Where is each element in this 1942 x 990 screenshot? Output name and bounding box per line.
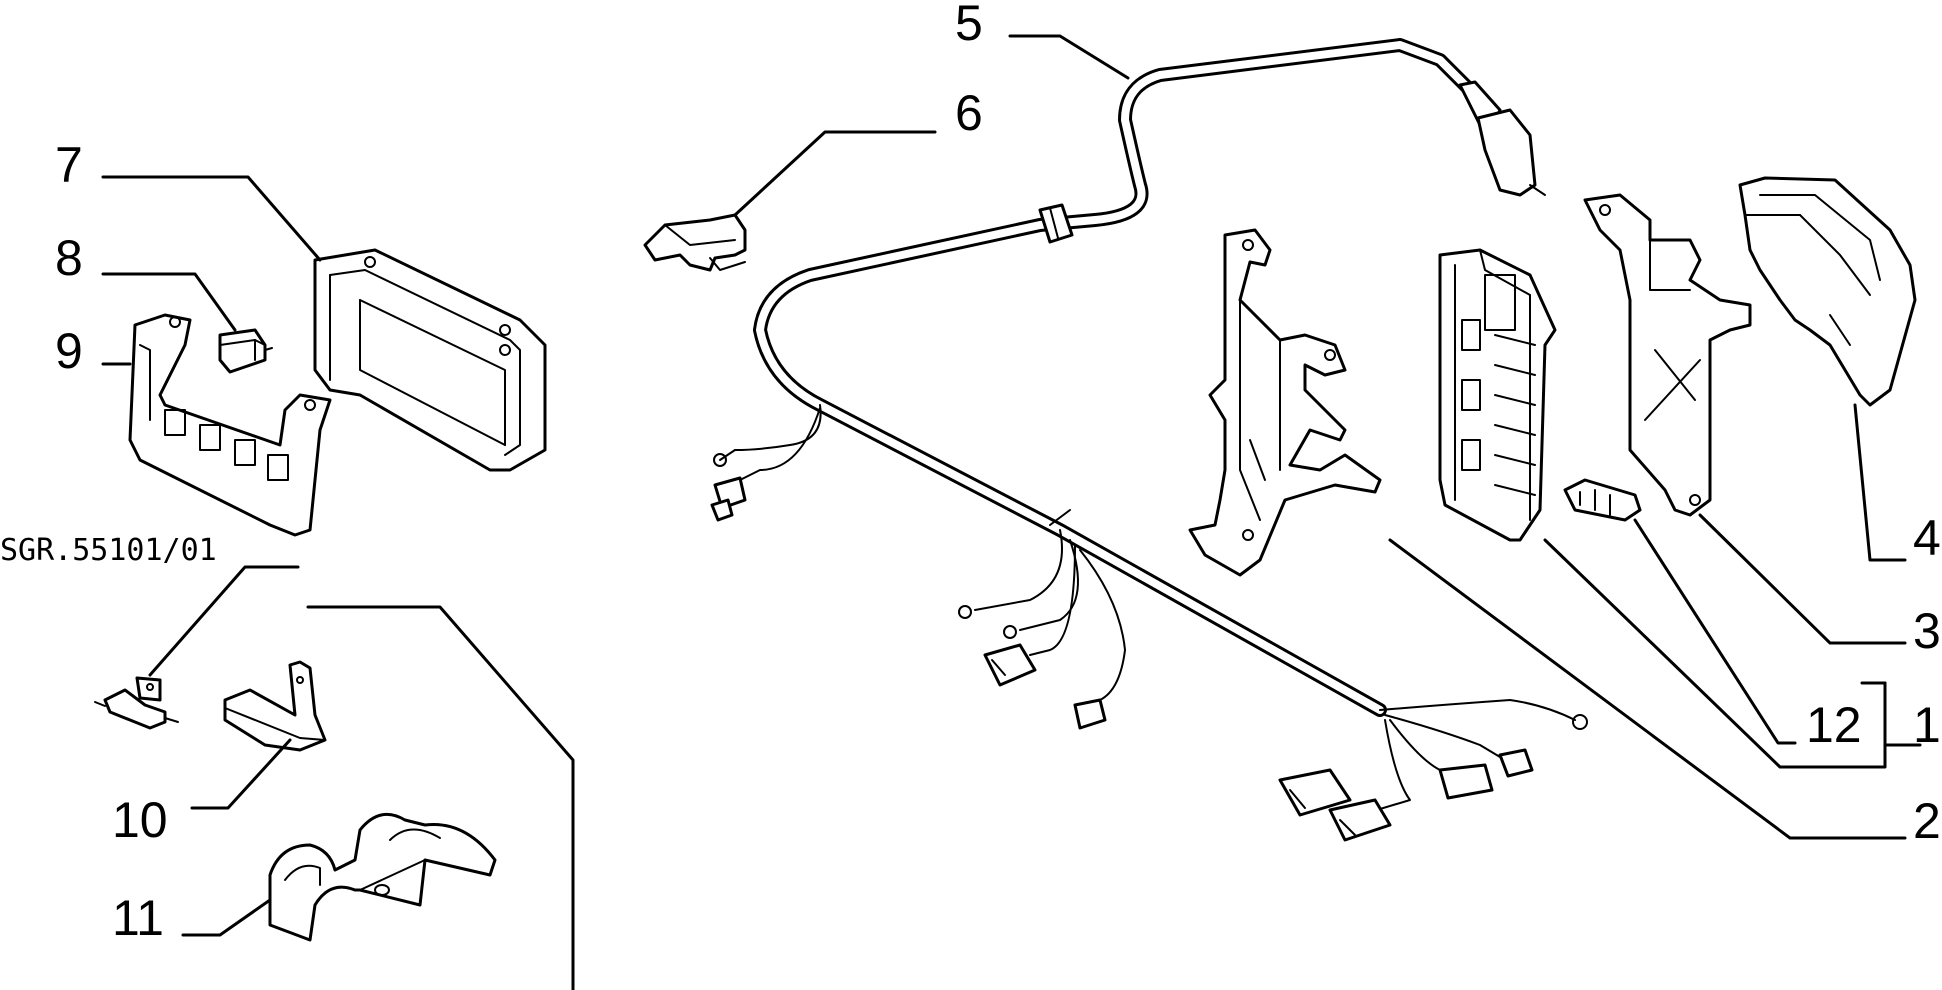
- part-5-harness[interactable]: [710, 38, 1588, 842]
- part-1-control-unit[interactable]: [1438, 248, 1557, 542]
- part-10-clip[interactable]: [223, 660, 327, 752]
- callout-3: 3: [1913, 603, 1941, 659]
- part-7-cover[interactable]: [313, 248, 547, 472]
- part-4-cover[interactable]: [1738, 176, 1917, 407]
- part-2-bracket[interactable]: [1188, 228, 1382, 577]
- callout-10: 10: [112, 792, 168, 848]
- callout-11: 11: [112, 890, 164, 946]
- callout-6: 6: [955, 85, 983, 141]
- callout-4: 4: [1913, 510, 1941, 566]
- part-8-relay[interactable]: [218, 328, 273, 374]
- part-6-connector[interactable]: [643, 213, 747, 272]
- bushing-part[interactable]: [94, 676, 179, 730]
- leader-lines: [101, 34, 1922, 990]
- callout-1: 1: [1913, 697, 1941, 753]
- callout-9: 9: [55, 323, 83, 379]
- callout-5: 5: [955, 0, 983, 51]
- part-3-bracket[interactable]: [1583, 193, 1752, 517]
- callout-8: 8: [55, 230, 83, 286]
- callout-2: 2: [1913, 793, 1941, 849]
- callout-7: 7: [55, 137, 83, 193]
- part-12-small-connector[interactable]: [1563, 478, 1642, 522]
- callout-12: 12: [1806, 697, 1862, 753]
- part-9-bracket[interactable]: [128, 313, 332, 537]
- reference-code: SGR.55101/01: [0, 533, 217, 568]
- part-11-clamp[interactable]: [268, 812, 497, 942]
